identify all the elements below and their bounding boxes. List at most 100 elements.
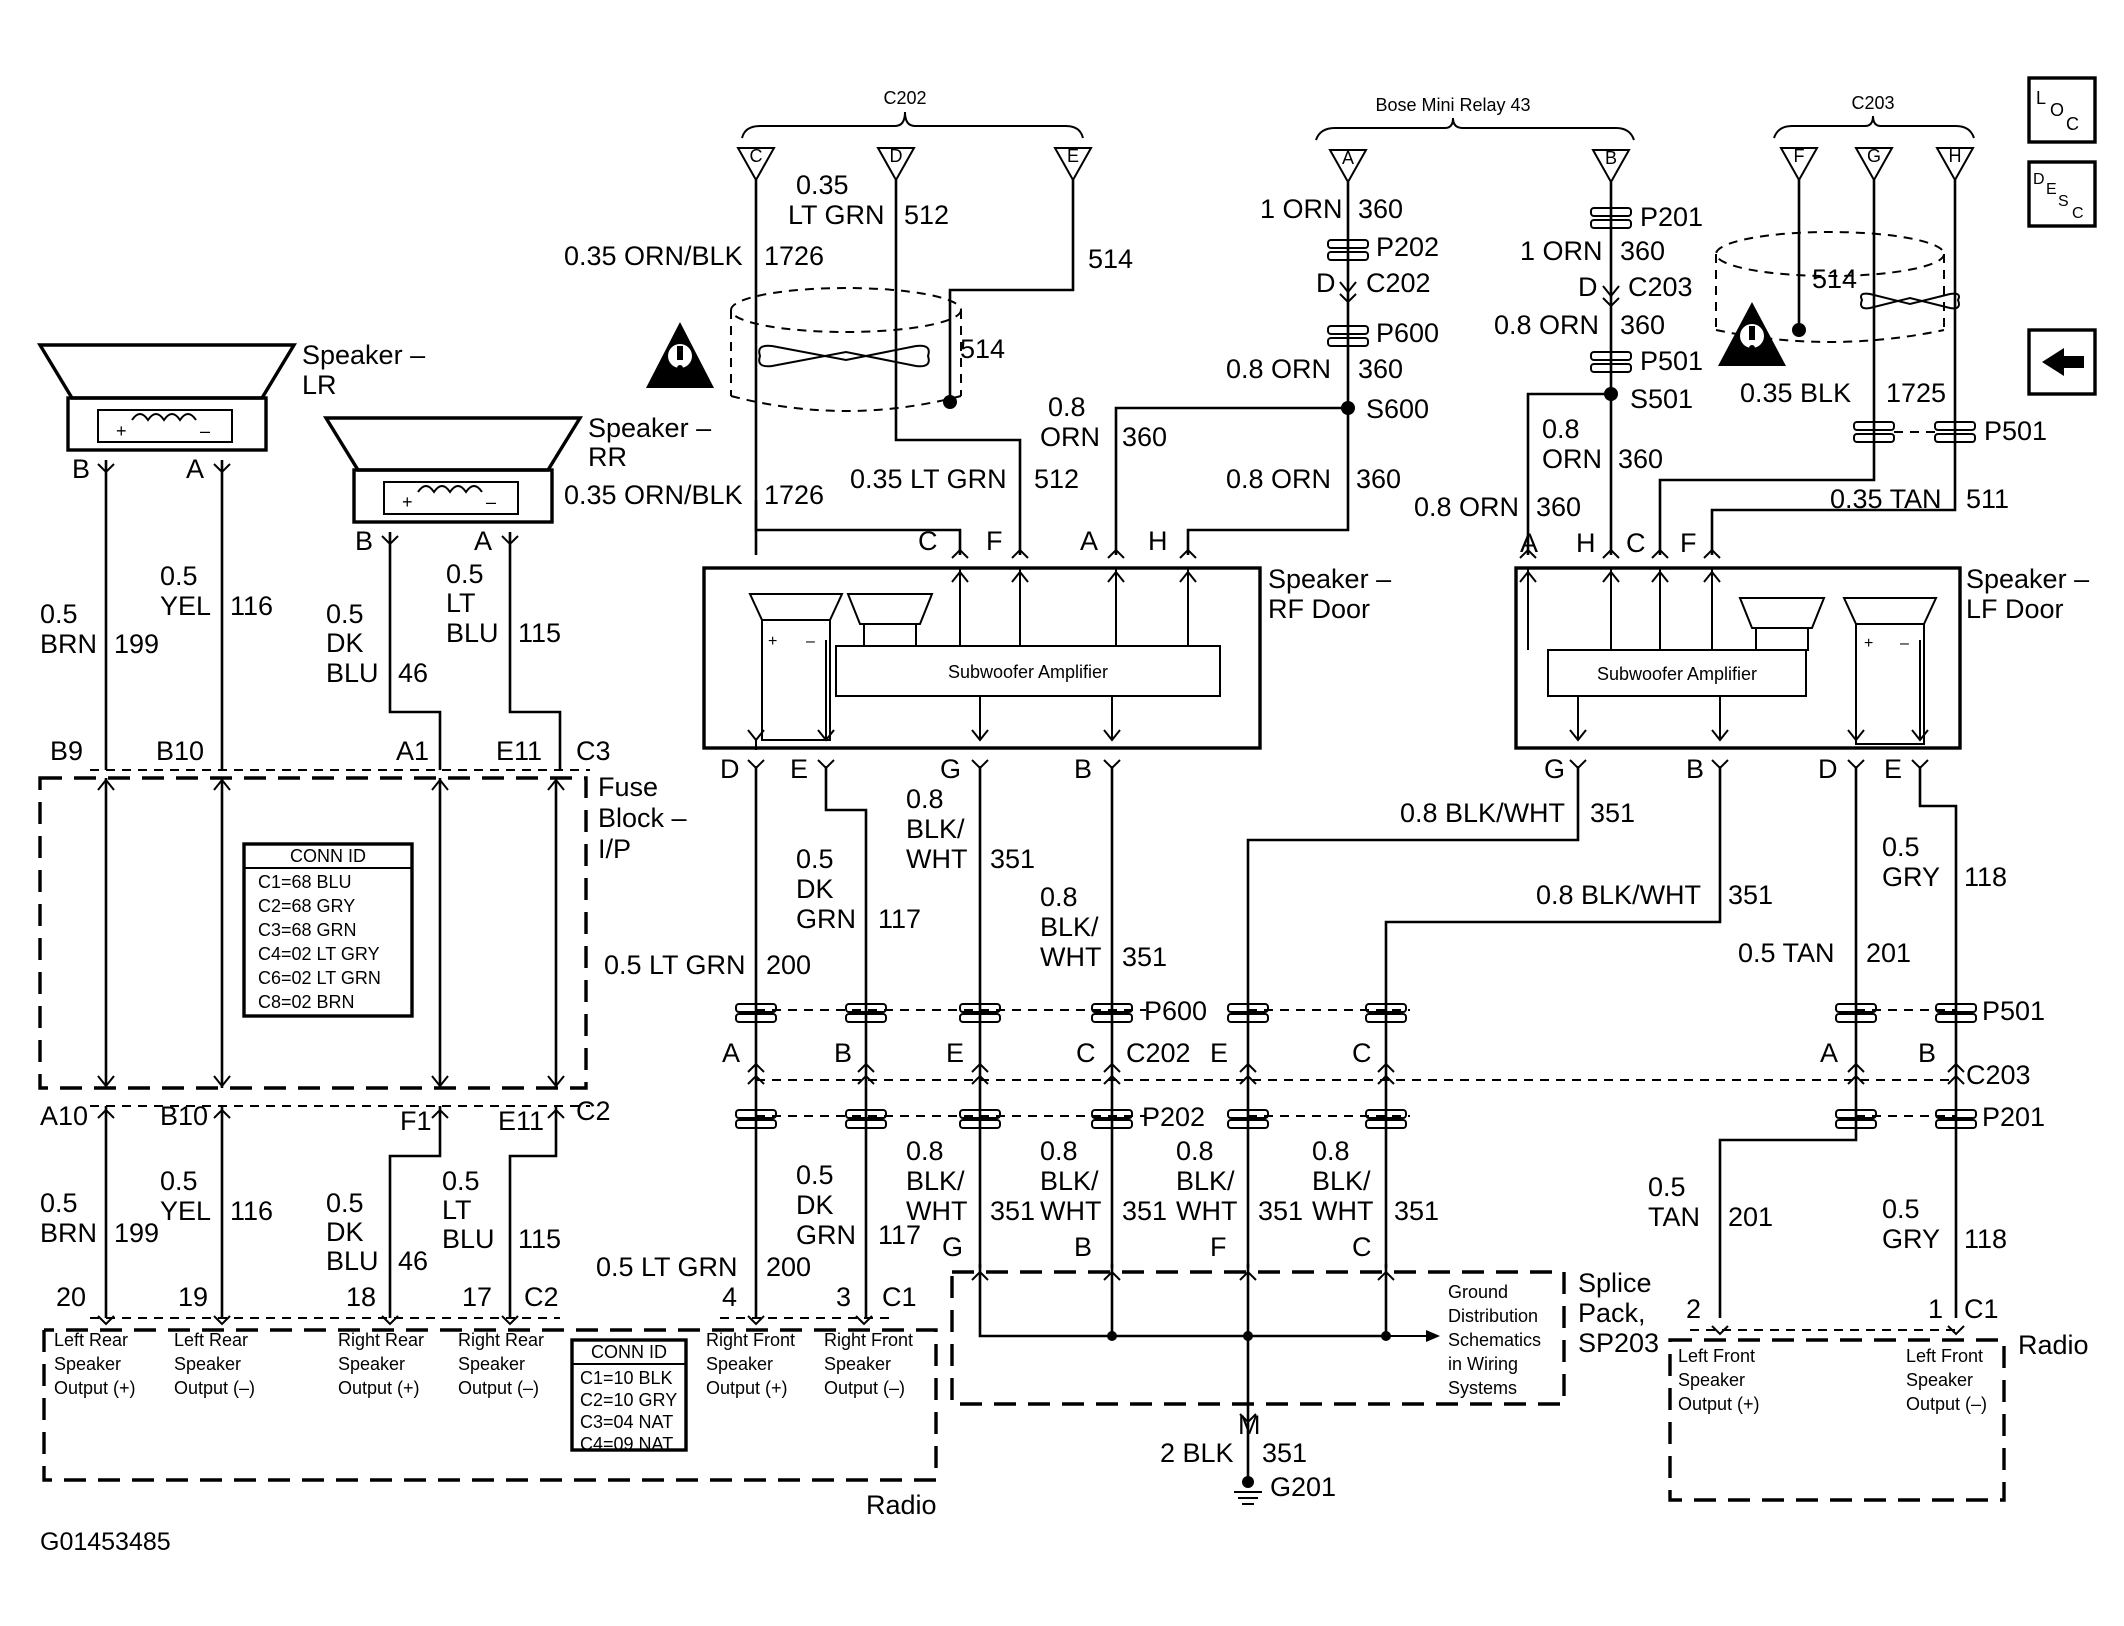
shield-cable-lf: 514 (1715, 231, 1960, 343)
svg-text:Distribution: Distribution (1448, 1306, 1538, 1326)
svg-text:A: A (722, 1038, 740, 1068)
svg-text:B: B (1074, 754, 1092, 784)
svg-text:Output (–): Output (–) (458, 1378, 539, 1398)
svg-text:in Wiring: in Wiring (1448, 1354, 1518, 1374)
svg-text:LT: LT (446, 588, 476, 618)
svg-text:C202: C202 (1366, 268, 1431, 298)
desc-button[interactable]: D E S C (2027, 160, 2097, 228)
svg-text:116: 116 (230, 1196, 273, 1226)
svg-text:E: E (1210, 1038, 1228, 1068)
svg-text:Radio: Radio (2018, 1330, 2089, 1360)
svg-text:C: C (918, 526, 938, 556)
svg-text:C4=09 NAT: C4=09 NAT (580, 1434, 673, 1454)
svg-text:GRY: GRY (1882, 1224, 1940, 1254)
svg-text:C2=68 GRY: C2=68 GRY (258, 896, 355, 916)
svg-text:LT: LT (442, 1195, 472, 1225)
inline-connector-rows (756, 1009, 1956, 1117)
svg-text:0.8 ORN: 0.8 ORN (1494, 310, 1599, 340)
blk-wht-wire-label: 0.8 (906, 1136, 944, 1166)
blk-wht-wire-label: BLK/ (1040, 1166, 1099, 1196)
svg-text:1726: 1726 (764, 241, 824, 271)
inline-connector-pin (1091, 1013, 1133, 1023)
svg-text:E11: E11 (498, 1106, 544, 1136)
svg-text:E: E (2046, 181, 2057, 198)
svg-text:C2: C2 (524, 1282, 559, 1312)
svg-text:C203: C203 (1851, 93, 1894, 113)
svg-text:199: 199 (114, 1218, 159, 1248)
svg-text:1725: 1725 (1886, 378, 1946, 408)
svg-text:RR: RR (588, 442, 627, 472)
svg-text:46: 46 (398, 658, 428, 688)
svg-text:0.5: 0.5 (160, 561, 198, 591)
svg-text:DK: DK (326, 628, 364, 658)
c202-c203-pin-chevron (857, 1062, 875, 1073)
svg-text:P201: P201 (1982, 1102, 2045, 1132)
svg-text:BLU: BLU (442, 1224, 495, 1254)
svg-text:DK: DK (796, 1190, 834, 1220)
svg-text:F: F (1210, 1232, 1227, 1262)
svg-text:ORN: ORN (1542, 444, 1602, 474)
svg-text:0.8: 0.8 (906, 784, 944, 814)
svg-text:Speaker –: Speaker – (1268, 564, 1391, 594)
speaker-lf-door: + – Subwoofer Amplifier Speaker – LF Doo… (1514, 564, 2089, 750)
blk-wht-wire-label: BLK/ (1312, 1166, 1371, 1196)
svg-text:GRN: GRN (796, 904, 856, 934)
svg-text:P501: P501 (1640, 346, 1703, 376)
svg-text:1726: 1726 (764, 480, 824, 510)
svg-text:D: D (1316, 268, 1336, 298)
back-arrow-button[interactable] (2027, 328, 2097, 396)
svg-text:C: C (2072, 205, 2084, 222)
svg-text:B10: B10 (156, 736, 204, 766)
svg-text:Right Front: Right Front (706, 1330, 795, 1350)
loc-button[interactable]: L O C (2027, 76, 2097, 144)
svg-text:Block –: Block – (598, 803, 687, 833)
svg-text:0.5: 0.5 (1882, 1194, 1920, 1224)
svg-text:+: + (116, 421, 127, 441)
svg-text:BLK/: BLK/ (906, 814, 965, 844)
svg-text:BLK/: BLK/ (1040, 912, 1099, 942)
relay-b-splices (1590, 207, 1976, 443)
speaker-rf-door: + – Subwoofer Amplifier Speaker – RF Doo… (702, 564, 1391, 750)
svg-text:0.5: 0.5 (442, 1166, 480, 1196)
svg-text:–: – (1900, 635, 1909, 652)
svg-text:0.5: 0.5 (796, 844, 834, 874)
svg-text:514: 514 (1812, 264, 1857, 294)
svg-text:18: 18 (346, 1282, 376, 1312)
svg-text:118: 118 (1964, 862, 2007, 892)
svg-text:G: G (1544, 754, 1565, 784)
blk-wht-wire-label: 351 (1122, 1196, 1167, 1226)
inline-connector-pin (1227, 1003, 1269, 1013)
svg-text:D: D (720, 754, 740, 784)
svg-text:–: – (806, 633, 815, 650)
svg-text:Radio: Radio (866, 1490, 937, 1520)
c202-c203-pin-chevron (971, 1062, 989, 1073)
svg-text:Output (+): Output (+) (706, 1378, 788, 1398)
svg-text:GRY: GRY (1882, 862, 1940, 892)
svg-text:S501: S501 (1630, 384, 1693, 414)
c202-c203-pin-chevron (1239, 1074, 1257, 1085)
svg-text:B: B (1605, 148, 1617, 168)
lf-top-wires (1526, 180, 1957, 555)
svg-text:G201: G201 (1270, 1472, 1336, 1502)
svg-text:360: 360 (1620, 310, 1665, 340)
svg-text:46: 46 (398, 1246, 428, 1276)
blk-wht-wire-label: BLK/ (1176, 1166, 1235, 1196)
svg-text:C1=10 BLK: C1=10 BLK (580, 1368, 673, 1388)
svg-text:360: 360 (1620, 236, 1665, 266)
svg-text:0.5: 0.5 (160, 1166, 198, 1196)
svg-text:Right Front: Right Front (824, 1330, 913, 1350)
svg-text:511: 511 (1966, 484, 2009, 514)
svg-text:0.5: 0.5 (326, 599, 364, 629)
svg-text:LT GRN: LT GRN (788, 200, 885, 230)
svg-text:0.35 LT GRN: 0.35 LT GRN (850, 464, 1007, 494)
svg-text:0.5: 0.5 (1882, 832, 1920, 862)
svg-text:GRN: GRN (796, 1220, 856, 1250)
svg-text:Speaker: Speaker (174, 1354, 241, 1374)
svg-text:17: 17 (462, 1282, 492, 1312)
c202-c203-pin-chevron (1377, 1062, 1395, 1073)
svg-text:0.5: 0.5 (40, 599, 78, 629)
c202-c203-pin-chevron (971, 1074, 989, 1085)
speaker-rr: + – Speaker – RR (322, 413, 711, 524)
c202-top-connector: C202 C D E (736, 88, 1093, 183)
inline-connector-pin (1835, 1013, 1877, 1023)
